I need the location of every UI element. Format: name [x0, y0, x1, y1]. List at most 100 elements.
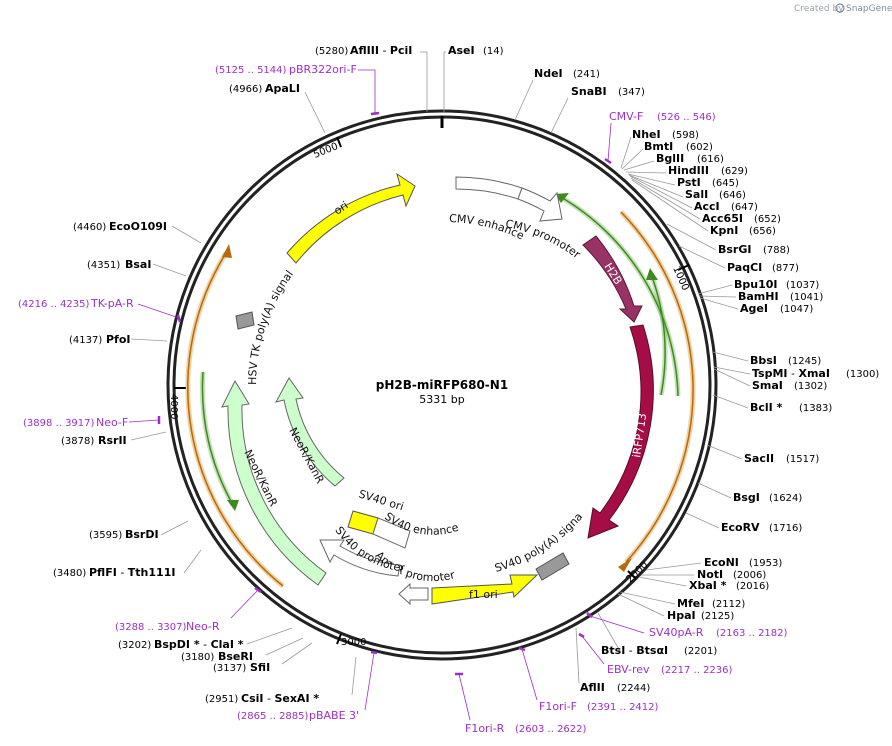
svg-text:(5125 .. 5144): (5125 .. 5144): [215, 65, 287, 76]
orf-arc-orange-left: [187, 252, 284, 587]
hsv-tk-polya-label: HSV TK poly(A) signal: [246, 268, 296, 385]
site-aflIII-pciI[interactable]: (5280) AflIII - PciI: [315, 44, 412, 57]
svg-text:Neo-F: Neo-F: [96, 416, 128, 429]
primer-neo-r[interactable]: (3288 .. 3307) Neo-R: [115, 586, 262, 633]
site-acc65I[interactable]: Acc65I (652): [702, 212, 781, 225]
svg-text:(629): (629): [721, 166, 748, 177]
site-btsI-btsαI[interactable]: BtsI - BtsαI (2201): [601, 644, 717, 657]
site-hindIII[interactable]: HindIII (629): [668, 164, 748, 177]
svg-text:EcoRV: EcoRV: [721, 521, 760, 534]
svg-text:(2391 .. 2412): (2391 .. 2412): [587, 702, 659, 713]
credit-brand: SnapGene: [846, 4, 892, 14]
site-bsrDI[interactable]: (3595) BsrDI: [89, 528, 159, 541]
primers: (5125 .. 5144) pBR322ori-F CMV-F (526 ..…: [18, 63, 788, 735]
site-sfiI[interactable]: (3137) SfiI: [213, 661, 270, 674]
site-ecoNI[interactable]: EcoNI (1953): [704, 556, 782, 569]
site-ndeI[interactable]: NdeI (241): [534, 67, 600, 80]
site-salI[interactable]: SalI (646): [685, 188, 746, 201]
site-bpu10I[interactable]: Bpu10I (1037): [734, 278, 819, 291]
svg-text:SV40pA-R: SV40pA-R: [649, 626, 704, 639]
svg-text:(2244): (2244): [617, 683, 650, 694]
primer-cmv-f[interactable]: CMV-F (526 .. 546): [604, 110, 716, 165]
svg-text:(2603 .. 2622): (2603 .. 2622): [515, 724, 587, 735]
site-bspDI-claI[interactable]: (3202) BspDI * - ClaI *: [118, 638, 244, 651]
primer-f1ori-f[interactable]: F1ori-F (2391 .. 2412): [518, 646, 659, 713]
svg-text:BclI *: BclI *: [750, 401, 783, 414]
svg-text:SnaBI: SnaBI: [571, 85, 607, 98]
site-bglII[interactable]: BglII (616): [656, 152, 724, 165]
svg-text:(347): (347): [618, 87, 645, 98]
site-sacII[interactable]: SacII (1517): [744, 452, 819, 465]
site-bsaI[interactable]: (4351) BsaI: [87, 258, 151, 271]
primer-f1ori-r[interactable]: F1ori-R (2603 .. 2622): [455, 672, 587, 735]
svg-text:AseI: AseI: [448, 44, 475, 57]
f1-ori-feature: [431, 574, 539, 605]
svg-text:PstI: PstI: [677, 176, 701, 189]
svg-text:(4966): (4966): [229, 84, 262, 95]
primer-tk-pa-r[interactable]: (4216 .. 4235) TK-pA-R: [18, 297, 182, 323]
svg-text:PflFI - Tth111I: PflFI - Tth111I: [89, 566, 175, 579]
site-aseI[interactable]: AseI (14): [448, 44, 504, 57]
site-aflII[interactable]: AflII (2244): [580, 681, 650, 694]
svg-text:BseRI: BseRI: [218, 650, 253, 663]
svg-text:BbsI: BbsI: [750, 354, 777, 367]
credit-text: Created by: [794, 4, 844, 14]
primer-sv40pa-r[interactable]: SV40pA-R (2163 .. 2182): [586, 612, 788, 639]
site-bsgI[interactable]: BsgI (1624): [733, 491, 802, 504]
svg-text:KpnI: KpnI: [710, 224, 738, 237]
svg-text:(645): (645): [712, 178, 739, 189]
primer-pbabe-3[interactable]: (2865 .. 2885) pBABE 3': [237, 650, 378, 722]
svg-text:pBR322ori-F: pBR322ori-F: [289, 63, 357, 76]
irfp713-feature: [587, 324, 654, 539]
site-kpnI[interactable]: KpnI (656): [710, 224, 776, 237]
site-snaBI[interactable]: SnaBI (347): [571, 85, 645, 98]
svg-text:TspMI - XmaI: TspMI - XmaI: [752, 367, 830, 380]
site-hpaI[interactable]: HpaI (2125): [667, 609, 734, 622]
site-pfoI[interactable]: (4137) PfoI: [69, 333, 131, 346]
svg-text:(646): (646): [719, 190, 746, 201]
svg-text:AccI: AccI: [694, 200, 720, 213]
site-pstI[interactable]: PstI (645): [677, 176, 739, 189]
site-bbsI[interactable]: BbsI (1245): [750, 354, 821, 367]
site-csiI-sexAI[interactable]: (2951) CsiI - SexAI *: [205, 692, 319, 705]
svg-text:Bpu10I: Bpu10I: [734, 278, 778, 291]
site-bseRI[interactable]: (3180) BseRI: [181, 650, 253, 663]
sv40-enhancer-feature: [372, 517, 411, 549]
site-xbaI[interactable]: XbaI * (2016): [689, 579, 769, 592]
site-bamHI[interactable]: BamHI (1041): [738, 290, 823, 303]
site-bsrGI[interactable]: BsrGI (788): [718, 243, 790, 256]
site-pflFI-tth111I[interactable]: (3480) PflFI - Tth111I: [53, 566, 175, 579]
svg-text:(4351): (4351): [87, 260, 120, 271]
svg-text:(1624): (1624): [769, 493, 802, 504]
svg-text:NdeI: NdeI: [534, 67, 563, 80]
svg-text:(1716): (1716): [769, 523, 802, 534]
site-tspMI-xmaI[interactable]: TspMI - XmaI (1300): [752, 367, 879, 380]
site-mfeI[interactable]: MfeI (2112): [677, 597, 745, 610]
primer-neo-f[interactable]: (3898 .. 3917) Neo-F: [23, 416, 161, 429]
site-accI[interactable]: AccI (647): [694, 200, 758, 213]
site-rsrII[interactable]: (3878) RsrII: [61, 434, 127, 447]
primer-ebv-rev[interactable]: EBV-rev (2217 .. 2236): [578, 632, 733, 676]
site-ecoRV[interactable]: EcoRV (1716): [721, 521, 802, 534]
snapgene-logo-icon: [835, 3, 845, 13]
site-apaLI[interactable]: (4966) ApaLI: [229, 82, 300, 95]
svg-text:(656): (656): [749, 226, 776, 237]
svg-text:(647): (647): [731, 202, 758, 213]
svg-text:NotI: NotI: [697, 568, 723, 581]
site-bmtI[interactable]: BmtI (602): [644, 140, 713, 153]
site-paqCI[interactable]: PaqCI (877): [727, 261, 799, 274]
site-bclI[interactable]: BclI * (1383): [750, 401, 832, 414]
site-smaI[interactable]: SmaI (1302): [752, 379, 827, 392]
orf-arcs: [185, 193, 696, 588]
site-nheI[interactable]: NheI (598): [632, 128, 699, 141]
plasmid-info: pH2B-miRFP680-N1 5331 bp: [376, 378, 508, 406]
site-ecoO109I[interactable]: (4460) EcoO109I: [73, 220, 167, 233]
site-ageI[interactable]: AgeI (1047): [740, 302, 813, 315]
site-notI[interactable]: NotI (2006): [697, 568, 766, 581]
svg-text:BsaI: BsaI: [125, 258, 151, 271]
primer-pbr322ori-f[interactable]: (5125 .. 5144) pBR322ori-F: [215, 63, 380, 116]
svg-text:(2201): (2201): [684, 646, 717, 657]
svg-text:CMV-F: CMV-F: [609, 110, 643, 123]
svg-text:BspDI * - ClaI *: BspDI * - ClaI *: [154, 638, 244, 651]
svg-text:BamHI: BamHI: [738, 290, 779, 303]
